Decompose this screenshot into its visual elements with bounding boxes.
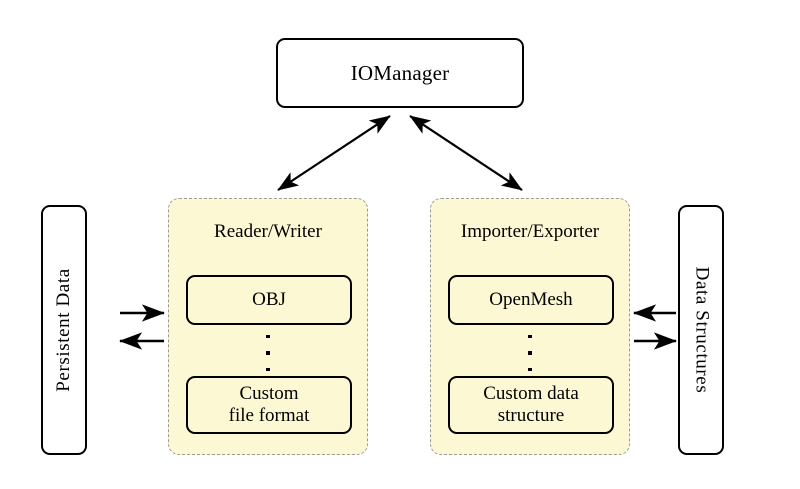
io-manager-label: IOManager [350, 60, 450, 85]
importer-exporter-ellipsis-icon [431, 335, 629, 371]
persistent-data-node[interactable]: Persistent Data [41, 205, 87, 455]
importer-exporter-title: Importer/Exporter [460, 221, 600, 242]
reader-writer-item-custom-file-format[interactable]: Custom file format [186, 376, 352, 434]
io-manager-node[interactable]: IOManager [276, 38, 524, 108]
reader-writer-item-obj[interactable]: OBJ [186, 275, 352, 325]
importer-exporter-item-openmesh[interactable]: OpenMesh [448, 275, 614, 325]
persistent-data-label: Persistent Data [53, 268, 75, 392]
importer-exporter-item-openmesh-label: OpenMesh [489, 288, 573, 310]
reader-writer-ellipsis-icon [169, 335, 367, 371]
reader-writer-item-custom-file-format-label: Custom file format [229, 383, 310, 428]
custom-file-format-line1: Custom [239, 382, 299, 404]
importer-exporter-panel[interactable]: Importer/Exporter OpenMesh Custom data s… [430, 198, 630, 455]
custom-data-structure-line1: Custom data [483, 382, 579, 404]
data-structures-label: Data Structures [691, 266, 712, 394]
arrow-manager-reader-writer [277, 115, 391, 191]
reader-writer-title: Reader/Writer [214, 221, 322, 242]
custom-file-format-line2: file format [228, 405, 310, 426]
data-structures-node[interactable]: Data Structures [678, 205, 724, 455]
importer-exporter-item-custom-data-structure[interactable]: Custom data structure [448, 376, 614, 434]
custom-data-structure-line2: structure [497, 405, 565, 426]
importer-exporter-item-custom-data-structure-label: Custom data structure [483, 383, 579, 428]
reader-writer-panel[interactable]: Reader/Writer OBJ Custom file format [168, 198, 368, 455]
arrow-manager-importer-exporter [409, 115, 523, 191]
reader-writer-item-obj-label: OBJ [252, 288, 286, 310]
